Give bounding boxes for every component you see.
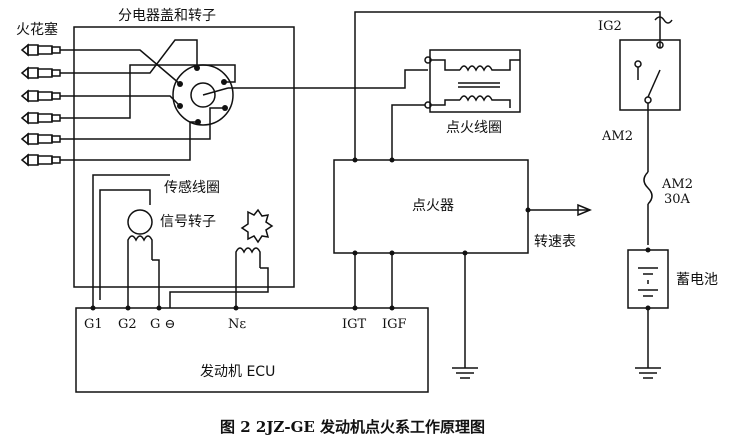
label-tachometer: 转速表 [534, 234, 576, 250]
label-sensor-coil: 传感线圈 [164, 179, 220, 196]
ecu-box [75, 307, 429, 393]
label-fuse-rating: 30A [664, 192, 691, 207]
igniter-ground-icon [452, 253, 478, 379]
ne-sensor [169, 208, 274, 308]
spark-plug-icon [20, 153, 61, 167]
label-ecu: 发动机 ECU [200, 364, 275, 380]
label-ig2: IG2 [598, 19, 622, 34]
distributor-housing [73, 26, 295, 288]
ig2-feed-line [354, 11, 661, 160]
fuse-icon [643, 150, 653, 245]
hv-lead [228, 69, 428, 89]
label-am2: AM2 [601, 129, 633, 144]
label-ignition-coil: 点火线圈 [446, 120, 502, 136]
pin-igt: IGT [342, 317, 367, 332]
label-battery: 蓄电池 [676, 272, 718, 288]
battery [627, 247, 669, 311]
sensor-coil-left [92, 174, 170, 308]
figure-caption: 图 2 2JZ-GE 发动机点火系工作原理图 [220, 418, 485, 436]
coil-primary-line [391, 104, 425, 160]
tach-arrow-icon [577, 203, 592, 217]
pin-g2: G2 [118, 317, 137, 332]
label-signal-rotor: 信号转子 [160, 214, 216, 230]
label-spark-plug: 火花塞 [16, 21, 58, 38]
plug-wires [60, 39, 236, 161]
spark-plug-icon [20, 111, 61, 125]
battery-ground-icon [635, 308, 661, 379]
pin-igf: IGF [382, 317, 407, 332]
ignition-coil [424, 49, 521, 113]
signal-rotor-g [127, 209, 153, 235]
spark-plug-icon [20, 66, 61, 80]
spark-plug-icon [20, 89, 61, 103]
spark-plugs [20, 43, 61, 167]
spark-plug-icon [20, 132, 61, 146]
label-igniter: 点火器 [412, 198, 454, 214]
pin-g1: G1 [84, 317, 103, 332]
ignition-switch [619, 16, 681, 150]
igniter-box [333, 159, 529, 254]
spark-plug-icon [20, 43, 61, 57]
pin-ne: Nε [228, 317, 246, 332]
pin-g-minus: G ⊖ [150, 317, 175, 332]
label-distributor: 分电器盖和转子 [118, 8, 216, 24]
distributor-cap [172, 64, 234, 126]
label-fuse-name: AM2 [661, 177, 693, 192]
